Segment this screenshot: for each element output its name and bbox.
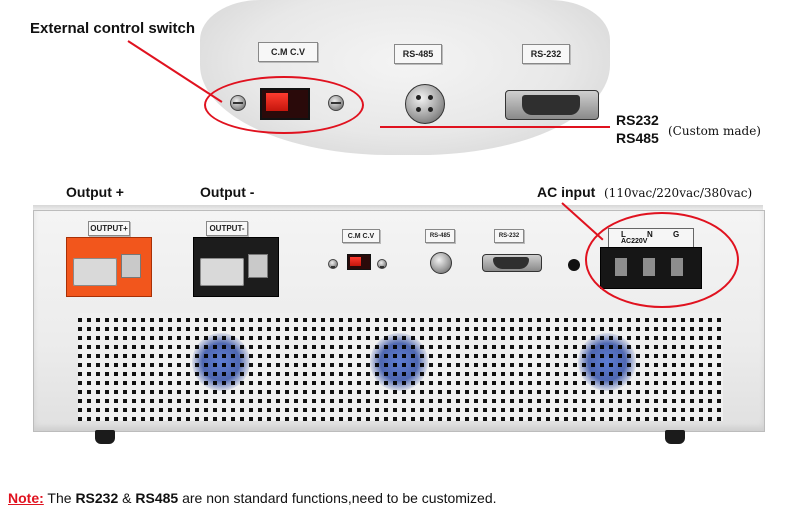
rs485-label: RS-485 [394,44,442,64]
switch-rocker-small [350,257,361,266]
terminal-bus-plate [200,258,244,286]
cmcv-small-label: C.M C.V [342,229,380,243]
rs232-label: RS-232 [522,44,570,64]
db9-shell-small [493,257,529,269]
device-top-edge [33,205,763,211]
rs232-callout: RS232 [616,112,659,128]
output-plus-callout: Output + [66,184,124,200]
screw-small-left [328,259,338,269]
note-text-2: are non standard functions,need to be cu… [178,490,497,506]
rs232-small-label: RS-232 [494,229,524,243]
terminal-bolt [248,254,268,278]
rs232-connector[interactable] [505,90,599,120]
cooling-fan-right [578,333,636,391]
terminal-bus-plate [73,258,117,286]
output-minus-label: OUTPUT- [206,221,248,236]
connector-pin [428,107,433,112]
connector-pin [428,95,433,100]
db9-shell [522,95,580,115]
ac-voltage-callout: (110vac/220vac/380vac) [604,186,753,200]
ac-input-highlight-ellipse [585,212,739,308]
rs485-connector[interactable] [405,84,445,124]
rs-callout-line [380,126,610,128]
note-rs232: RS232 [75,490,119,506]
output-plus-label: OUTPUT+ [88,221,130,236]
custom-made-callout: (Custom made) [668,124,761,138]
rs485-callout: RS485 [616,130,659,146]
note-amp: & [118,490,136,506]
cmcv-label: C.M C.V [258,42,318,62]
switch-highlight-ellipse [204,76,364,134]
connector-pin [416,107,421,112]
note-text-1: The [43,490,76,506]
ac-input-callout: AC input [537,184,596,200]
terminal-bolt [121,254,141,278]
note-prefix: Note: [8,490,44,506]
output-minus-callout: Output - [200,184,255,200]
rs232-connector-small[interactable] [482,254,542,272]
cooling-fan-left [192,333,250,391]
screw-small-right [377,259,387,269]
cooling-fan-center [370,333,428,391]
indicator-lamp [568,259,580,271]
rs485-connector-small[interactable] [430,252,452,274]
connector-pin [416,95,421,100]
output-minus-terminal[interactable] [193,237,279,297]
external-switch-callout: External control switch [30,20,196,37]
external-control-switch-small[interactable] [347,254,371,270]
customization-note: Note: The RS232 & RS485 are non standard… [8,490,497,506]
output-plus-terminal[interactable] [66,237,152,297]
rs485-small-label: RS-485 [425,229,455,243]
device-foot-right [665,430,685,444]
note-rs485: RS485 [135,490,179,506]
device-foot-left [95,430,115,444]
